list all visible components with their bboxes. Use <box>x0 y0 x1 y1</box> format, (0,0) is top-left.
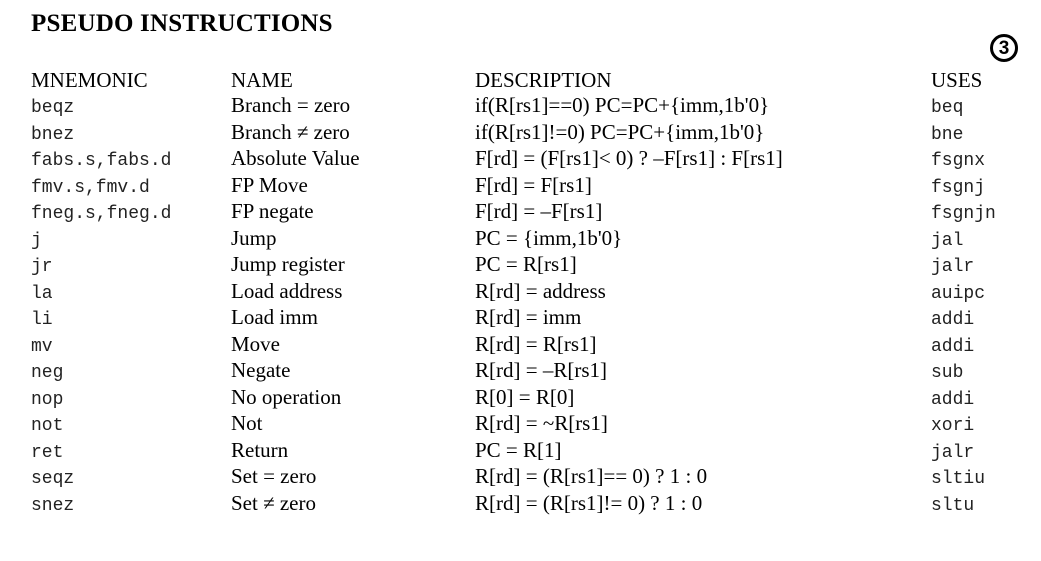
cell-uses: addi <box>931 389 975 410</box>
cell-mnemonic: nop <box>31 389 64 410</box>
cell-uses: jalr <box>931 442 975 463</box>
cell-name: Not <box>231 411 263 435</box>
cell-uses: xori <box>931 416 975 436</box>
cell-description: R[rd] = (R[rs1]!= 0) ? 1 : 0 <box>475 490 703 515</box>
table-row: fabs.s,fabs.d Absolute Value F[rd] = (F[rs… <box>31 146 1021 173</box>
cell-mnemonic: jr <box>31 257 53 277</box>
cell-mnemonic: seqz <box>31 469 75 489</box>
header-description: DESCRIPTION <box>475 68 612 92</box>
cell-name: Branch = zero <box>231 93 351 117</box>
cell-uses: sub <box>931 363 964 383</box>
cell-name: Jump register <box>231 252 345 276</box>
cell-description: PC = R[rs1] <box>475 252 577 276</box>
cell-name: Jump <box>231 225 277 250</box>
cell-name: Move <box>231 331 280 356</box>
cell-mnemonic: fmv.s,fmv.d <box>31 177 150 198</box>
cell-name: Return <box>231 437 289 462</box>
table-row: j Jump PC = {imm,1b'0} jal <box>31 226 1021 253</box>
cell-description: R[0] = R[0] <box>475 384 575 409</box>
cell-uses: auipc <box>931 283 986 304</box>
table-row: neg Negate R[rd] = –R[rs1] sub <box>31 358 1021 385</box>
cell-name: FP Move <box>231 172 308 197</box>
cell-mnemonic: not <box>31 416 64 436</box>
cell-mnemonic: ret <box>31 442 64 463</box>
cell-name: Absolute Value <box>231 146 360 170</box>
cell-description: R[rd] = (R[rs1]== 0) ? 1 : 0 <box>475 464 708 488</box>
table-row: not Not R[rd] = ~R[rs1] xori <box>31 411 1021 438</box>
table-row: jr Jump register PC = R[rs1] jalr <box>31 252 1021 279</box>
cell-description: F[rd] = –F[rs1] <box>475 199 603 223</box>
cell-description: PC = {imm,1b'0} <box>475 225 623 250</box>
cell-uses: addi <box>931 310 975 330</box>
cell-name: No operation <box>231 384 342 409</box>
cell-uses: sltu <box>931 495 975 516</box>
cell-uses: beq <box>931 98 964 118</box>
cell-description: F[rd] = (F[rs1]< 0) ? –F[rs1] : F[rs1] <box>475 146 783 170</box>
cell-mnemonic: j <box>31 230 42 251</box>
table-row: seqz Set = zero R[rd] = (R[rs1]== 0) ? 1 :… <box>31 464 1021 491</box>
cell-description: R[rd] = –R[rs1] <box>475 358 607 382</box>
cell-mnemonic: snez <box>31 495 75 516</box>
cell-name: Load address <box>231 278 343 303</box>
cell-description: if(R[rs1]==0) PC=PC+{imm,1b'0} <box>475 93 770 117</box>
header-uses: USES <box>931 68 983 92</box>
table-row: fneg.s,fneg.d FP negate F[rd] = –F[rs1] fsg… <box>31 199 1021 226</box>
cell-mnemonic: mv <box>31 336 53 357</box>
table-row: snez Set ≠ zero R[rd] = (R[rs1]!= 0) ? 1 :… <box>31 491 1021 518</box>
cell-name: FP negate <box>231 199 314 223</box>
cell-uses: fsgnx <box>931 151 986 171</box>
page-number-badge: 3 <box>990 34 1018 62</box>
cell-uses: addi <box>931 336 975 357</box>
table-row: beqz Branch = zero if(R[rs1]==0) PC=PC+{im… <box>31 93 1021 120</box>
cell-name: Load imm <box>231 305 318 329</box>
table-row: fmv.s,fmv.d FP Move F[rd] = F[rs1] fsgnj <box>31 173 1021 200</box>
cell-description: R[rd] = R[rs1] <box>475 331 597 356</box>
cell-uses: jal <box>931 230 964 251</box>
cell-name: Negate <box>231 358 291 382</box>
cell-description: R[rd] = imm <box>475 305 582 329</box>
cell-uses: fsgnj <box>931 177 986 198</box>
cell-mnemonic: fabs.s,fabs.d <box>31 151 172 171</box>
cell-uses: bne <box>931 124 964 145</box>
cell-mnemonic: la <box>31 283 53 304</box>
cell-mnemonic: fneg.s,fneg.d <box>31 204 172 224</box>
cell-mnemonic: beqz <box>31 98 75 118</box>
cell-mnemonic: li <box>31 310 53 330</box>
cell-description: if(R[rs1]!=0) PC=PC+{imm,1b'0} <box>475 119 765 144</box>
header-name: NAME <box>231 68 293 92</box>
cell-mnemonic: neg <box>31 363 64 383</box>
table-body: beqz Branch = zero if(R[rs1]==0) PC=PC+{im… <box>31 93 1021 517</box>
table-row: mv Move R[rd] = R[rs1] addi <box>31 332 1021 359</box>
page-title: PSEUDO INSTRUCTIONS <box>31 10 333 37</box>
cell-uses: fsgnjn <box>931 204 996 224</box>
cell-description: PC = R[1] <box>475 437 562 462</box>
table-row: bnez Branch ≠ zero if(R[rs1]!=0) PC=PC+{im… <box>31 120 1021 147</box>
cell-description: F[rd] = F[rs1] <box>475 172 592 197</box>
table-header-row: MNEMONIC NAME DESCRIPTION USES <box>31 68 1021 93</box>
cell-description: R[rd] = ~R[rs1] <box>475 411 608 435</box>
table-row: la Load address R[rd] = address auipc <box>31 279 1021 306</box>
header-mnemonic: MNEMONIC <box>31 68 148 92</box>
cell-description: R[rd] = address <box>475 278 606 303</box>
table-row: ret Return PC = R[1] jalr <box>31 438 1021 465</box>
cell-mnemonic: bnez <box>31 124 75 145</box>
table-row: li Load imm R[rd] = imm addi <box>31 305 1021 332</box>
cell-uses: jalr <box>931 257 975 277</box>
cell-uses: sltiu <box>931 469 986 489</box>
table-row: nop No operation R[0] = R[0] addi <box>31 385 1021 412</box>
cell-name: Branch ≠ zero <box>231 119 350 144</box>
cell-name: Set ≠ zero <box>231 490 316 515</box>
cell-name: Set = zero <box>231 464 317 488</box>
